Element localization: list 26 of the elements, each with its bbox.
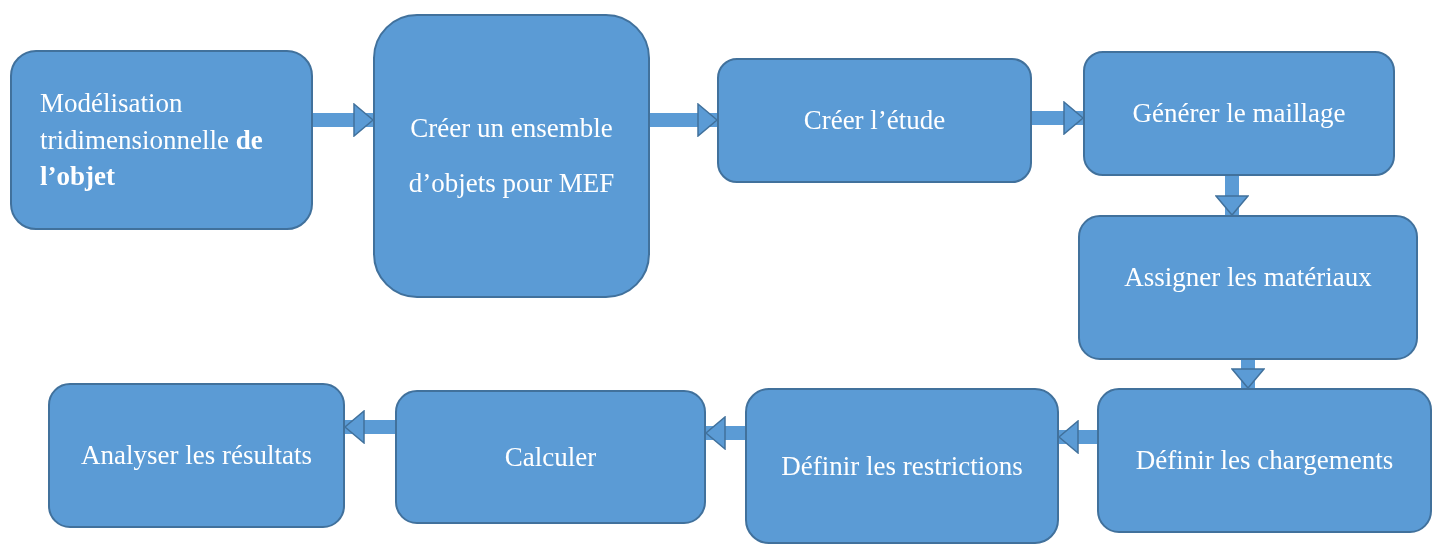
block-arrow (705, 416, 745, 450)
step-label: Créer un ensemble d’objets pour MEF (407, 111, 616, 200)
block-arrow (344, 410, 395, 444)
step-label: Générer le maillage (1132, 97, 1346, 131)
process-box (745, 388, 1059, 544)
step-label: Assigner les matériaux (1124, 261, 1372, 295)
step-label: Définir les restrictions (781, 450, 1023, 483)
block-arrow (1215, 176, 1249, 216)
step-label: Modélisation tridimensionnelle de l’objet (40, 87, 264, 194)
process-box (717, 58, 1032, 183)
process-box (1078, 215, 1418, 360)
process-box (48, 383, 345, 528)
step-label: Calculer (504, 440, 597, 474)
block-arrow (313, 103, 374, 137)
block-arrow (1058, 420, 1097, 454)
process-box (10, 50, 313, 230)
process-box (1083, 51, 1395, 176)
step-label: Analyser les résultats (81, 439, 312, 473)
step-label: Créer l’étude (803, 104, 946, 138)
block-arrow (1032, 101, 1084, 135)
block-arrow (650, 103, 718, 137)
block-arrow (1231, 360, 1265, 389)
process-box (1097, 388, 1432, 533)
process-box (373, 14, 650, 298)
step-label: Définir les chargements (1135, 444, 1394, 478)
process-box (395, 390, 706, 524)
